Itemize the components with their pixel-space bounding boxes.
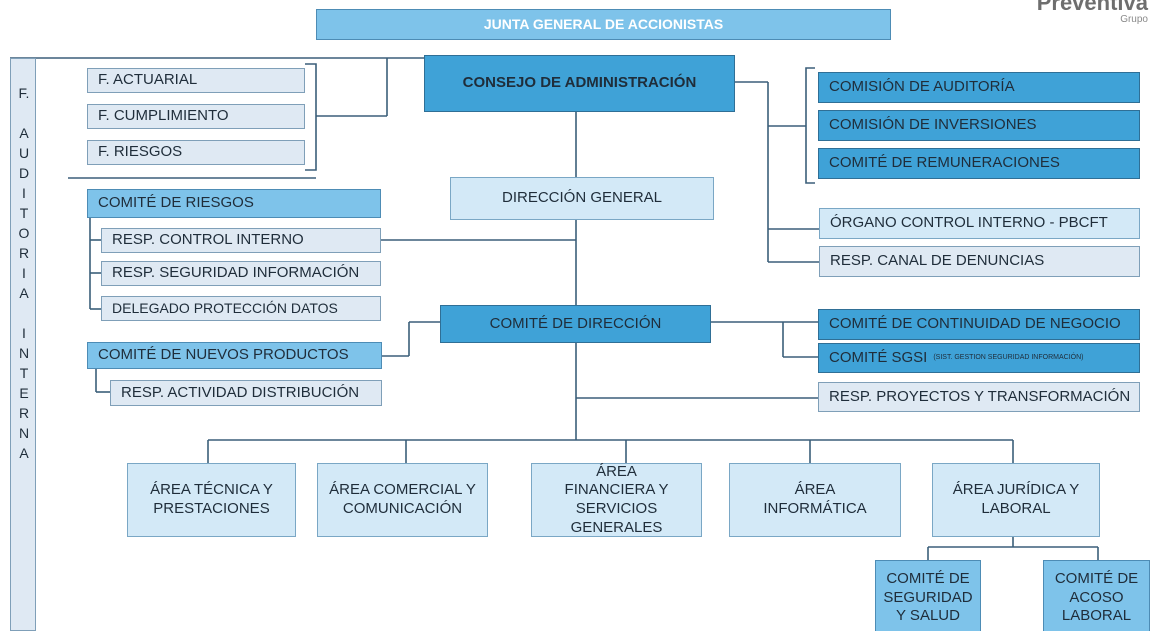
auditoria-letter: O [18,225,30,241]
auditoria-letter: A [19,125,29,141]
auditoria-letter: A [19,285,29,301]
auditoria-letter: U [18,145,30,161]
area-informatica: ÁREA INFORMÁTICA [729,463,901,537]
auditoria-letter: T [19,365,29,381]
auditoria-letter: D [18,165,30,181]
comision-auditoria: COMISIÓN DE AUDITORÍA [818,72,1140,103]
logo-sub: Grupo [1120,14,1148,25]
area-financiera-servicios: ÁREA FINANCIERA Y SERVICIOS GENERALES [531,463,702,537]
comision-inversiones: COMISIÓN DE INVERSIONES [818,110,1140,141]
comite-direccion-box: COMITÉ DE DIRECCIÓN [440,305,711,343]
auditoria-letter: N [18,425,30,441]
resp-control-interno: RESP. CONTROL INTERNO [101,228,381,253]
comite-nuevos-productos: COMITÉ DE NUEVOS PRODUCTOS [87,342,382,369]
auditoria-letter: R [18,405,30,421]
direccion-general-box: DIRECCIÓN GENERAL [450,177,714,220]
auditoria-letter: R [18,245,30,261]
funcion-riesgos: F. RIESGOS [87,140,305,165]
comite-sgsi: COMITÉ SGSI (SIST. GESTION SEGURIDAD INF… [818,343,1140,373]
comite-remuneraciones: COMITÉ DE REMUNERACIONES [818,148,1140,179]
comite-continuidad-negocio: COMITÉ DE CONTINUIDAD DE NEGOCIO [818,309,1140,340]
auditoria-letter: F. [18,85,30,101]
auditoria-letter: T [19,205,29,221]
comite-sgsi-label: COMITÉ SGSI [829,348,928,366]
funcion-actuarial: F. ACTUARIAL [87,68,305,93]
funcion-cumplimiento: F. CUMPLIMIENTO [87,104,305,129]
resp-seguridad-informacion: RESP. SEGURIDAD INFORMACIÓN [101,261,381,286]
auditoria-letter: A [19,445,29,461]
consejo-administracion-box: CONSEJO DE ADMINISTRACIÓN [424,55,735,112]
auditoria-letter: I [22,185,26,201]
comite-sgsi-note: (SIST. GESTION SEGURIDAD INFORMACIÓN) [933,353,1084,361]
auditoria-letter: I [22,265,26,281]
logo-name: Preventiva [1036,0,1148,15]
area-tecnica-prestaciones: ÁREA TÉCNICA Y PRESTACIONES [127,463,296,537]
comite-acoso-laboral: COMITÉ DE ACOSO LABORAL [1043,560,1150,631]
delegado-proteccion-datos: DELEGADO PROTECCIÓN DATOS [101,296,381,321]
junta-general-box: JUNTA GENERAL DE ACCIONISTAS [316,9,891,40]
auditoria-letter: E [19,385,29,401]
comite-seguridad-salud: COMITÉ DE SEGURIDAD Y SALUD [875,560,981,631]
area-juridica-laboral: ÁREA JURÍDICA Y LABORAL [932,463,1100,537]
area-comercial-comunicacion: ÁREA COMERCIAL Y COMUNICACIÓN [317,463,488,537]
resp-proyectos-transformacion: RESP. PROYECTOS Y TRANSFORMACIÓN [818,382,1140,412]
comite-riesgos-box: COMITÉ DE RIESGOS [87,189,381,218]
resp-canal-denuncias: RESP. CANAL DE DENUNCIAS [819,246,1140,277]
auditoria-letter: N [18,345,30,361]
organo-control-interno: ÓRGANO CONTROL INTERNO - PBCFT [819,208,1140,239]
auditoria-letter: I [22,325,26,341]
company-logo: Preventiva Grupo [1037,0,1148,25]
resp-actividad-distribucion: RESP. ACTIVIDAD DISTRIBUCIÓN [110,380,382,406]
